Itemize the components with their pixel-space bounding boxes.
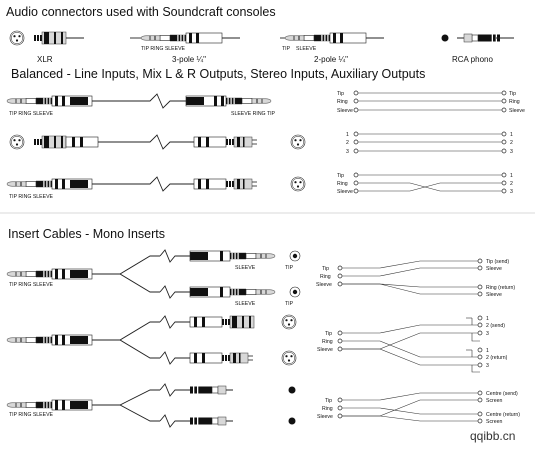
sch3-left-tip: Tip <box>337 173 344 179</box>
label-sleeve-insert1a: SLEEVE <box>235 265 256 271</box>
sch2-right-1: 1 <box>510 132 513 138</box>
sch3-right-3: 3 <box>510 189 513 195</box>
sch1-left-tip: Tip <box>337 91 344 97</box>
label-tip-insert1b: TIP <box>285 301 294 307</box>
watermark: qqibb.cn <box>470 429 515 443</box>
sch5-left-ring: Ring <box>322 339 333 345</box>
sch4-left-sleeve: Sleeve <box>316 282 332 288</box>
label-trs-left-row1: TIP RING SLEEVE <box>9 111 54 117</box>
sch1-left-sleeve: Sleeve <box>337 108 353 114</box>
balanced-trs-xlr-cable <box>7 176 306 192</box>
heading-balanced: Balanced - Line Inputs, Mix L & R Output… <box>11 67 425 81</box>
schematic-insert-jack <box>337 258 483 297</box>
sch4-right-ring-return: Ring (return) <box>486 285 515 291</box>
sch1-right-tip: Tip <box>509 91 516 97</box>
sch5-left-tip: Tip <box>325 331 332 337</box>
schematic-balanced-trs-xlr <box>353 172 507 194</box>
sch5-right-3b: 3 <box>486 363 489 369</box>
sch4-right-tip-send: Tip (send) <box>486 259 509 265</box>
sch6-right-centre-send: Centre (send) <box>486 391 518 397</box>
sch4-left-tip: Tip <box>322 266 329 272</box>
sch1-right-sleeve: Sleeve <box>509 108 525 114</box>
label-tip-insert1a: TIP <box>285 265 294 271</box>
sch6-left-tip: Tip <box>325 398 332 404</box>
label-rca: RCA phono <box>452 55 493 64</box>
sch6-left-ring: Ring <box>322 406 333 412</box>
sch6-left-sleeve: Sleeve <box>317 414 333 420</box>
label-srt-right-row1: SLEEVE RING TIP <box>231 111 276 117</box>
sch2-right-2: 2 <box>510 140 513 146</box>
balanced-trs-cable <box>7 93 272 109</box>
sch1-right-ring: Ring <box>509 99 520 105</box>
sch5-right-2-send: 2 (send) <box>486 323 505 329</box>
sch6-right-screen-b: Screen <box>486 419 503 425</box>
sch3-right-1: 1 <box>510 173 513 179</box>
sch5-right-2-return: 2 (return) <box>486 355 508 361</box>
sch4-right-sleeve-a: Sleeve <box>486 266 502 272</box>
sch5-right-1b: 1 <box>486 348 489 354</box>
two-pole-jack-drawing <box>280 32 384 44</box>
sch1-left-ring: Ring <box>337 99 348 105</box>
heading-insert: Insert Cables - Mono Inserts <box>8 227 165 241</box>
sch6-right-centre-return: Centre (return) <box>486 412 520 418</box>
label-tip-top: TIP <box>282 46 291 52</box>
balanced-xlr-cable <box>9 134 306 150</box>
label-sleeve-insert1b: SLEEVE <box>235 301 256 307</box>
schematic-balanced-trs <box>353 90 507 113</box>
three-pole-jack-drawing <box>130 32 240 44</box>
sch3-right-2: 2 <box>510 181 513 187</box>
sch4-left-ring: Ring <box>320 274 331 280</box>
insert-trs-rca-cable <box>7 383 296 428</box>
insert-trs-jack-cable <box>7 249 301 299</box>
label-trs-left-row3: TIP RING SLEEVE <box>9 194 54 200</box>
label-sleeve-top: SLEEVE <box>296 46 317 52</box>
rca-connector-drawing <box>441 33 514 43</box>
label-trs-insert3: TIP RING SLEEVE <box>9 412 54 418</box>
heading-audio-connectors: Audio connectors used with Soundcraft co… <box>6 5 276 19</box>
sch5-right-1a: 1 <box>486 316 489 322</box>
sch2-left-3: 3 <box>346 149 349 155</box>
label-trs-caps-top: TIP RING SLEEVE <box>141 46 186 52</box>
sch2-left-2: 2 <box>346 140 349 146</box>
sch2-left-1: 1 <box>346 132 349 138</box>
label-xlr: XLR <box>37 55 53 64</box>
schematic-insert-xlr <box>337 315 483 373</box>
sch5-right-3a: 3 <box>486 331 489 337</box>
sch4-right-sleeve-b: Sleeve <box>486 292 502 298</box>
sch5-left-sleeve: Sleeve <box>317 347 333 353</box>
label-two-pole: 2-pole ¼" <box>314 55 348 64</box>
sch3-left-ring: Ring <box>337 181 348 187</box>
schematic-insert-rca <box>337 390 483 424</box>
sch6-right-screen-a: Screen <box>486 398 503 404</box>
sch2-right-3: 3 <box>510 149 513 155</box>
label-three-pole: 3-pole ¼" <box>172 55 206 64</box>
sch3-left-sleeve: Sleeve <box>337 189 353 195</box>
insert-trs-xlr-cable <box>7 314 297 366</box>
label-trs-insert1: TIP RING SLEEVE <box>9 282 54 288</box>
schematic-balanced-xlr <box>353 131 507 154</box>
xlr-connector-drawing <box>9 30 84 46</box>
